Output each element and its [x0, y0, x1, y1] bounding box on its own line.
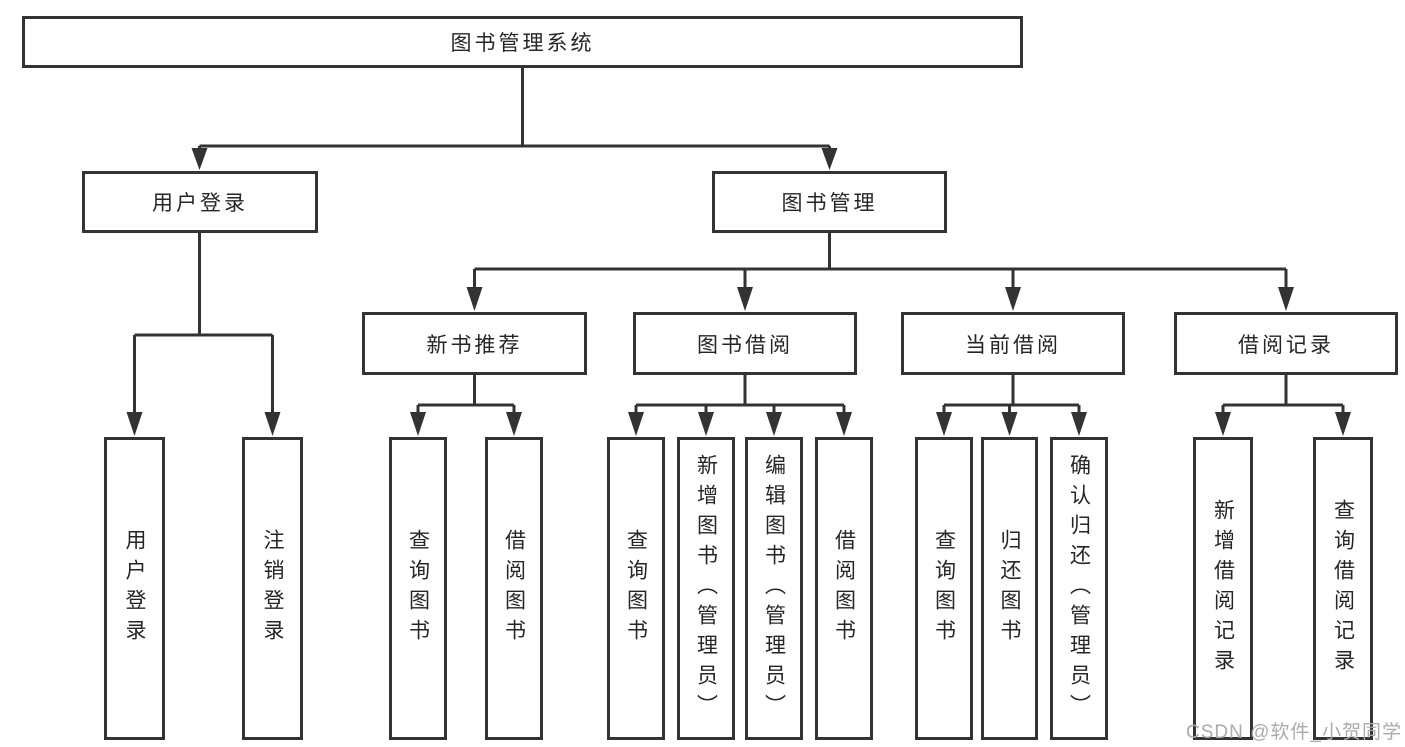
leaf-query-books-current: 查询图书 [915, 437, 973, 740]
node-label: 查询借阅记录 [1331, 498, 1355, 679]
csdn-watermark: CSDN @软件_小贺同学 [1186, 722, 1402, 743]
leaf-query-books-recommend: 查询图书 [389, 437, 447, 740]
node-label: 归还图书 [998, 528, 1021, 649]
leaf-add-books-admin: 新增图书（管理员） [677, 437, 735, 740]
node-label: 当前借阅 [965, 333, 1061, 357]
node-library-management-system: 图书管理系统 [22, 16, 1023, 68]
node-label: 借阅记录 [1238, 333, 1334, 357]
leaf-query-books-borrowing: 查询图书 [607, 437, 665, 740]
leaf-return-books: 归还图书 [981, 437, 1038, 740]
node-label: 查询图书 [624, 528, 648, 649]
node-label: 用户登录 [123, 528, 146, 649]
leaf-confirm-return-admin: 确认归还（管理员） [1050, 437, 1108, 740]
node-label: 新增图书（管理员） [694, 453, 718, 724]
leaf-borrow-books-borrowing: 借阅图书 [815, 437, 873, 740]
node-label: 确认归还（管理员） [1067, 453, 1091, 724]
node-label: 查询图书 [406, 528, 430, 649]
node-borrowing-records: 借阅记录 [1174, 312, 1398, 375]
node-label: 查询图书 [932, 528, 956, 649]
leaf-borrow-books-recommend: 借阅图书 [485, 437, 543, 740]
node-new-book-recommendation: 新书推荐 [362, 312, 587, 375]
node-label: 编辑图书（管理员） [762, 453, 786, 724]
node-book-management: 图书管理 [712, 171, 947, 233]
node-label: 借阅图书 [832, 528, 856, 649]
node-user-login: 用户登录 [82, 171, 318, 233]
leaf-query-borrow-record: 查询借阅记录 [1313, 437, 1373, 740]
node-book-borrowing: 图书借阅 [633, 312, 857, 375]
leaf-add-borrow-record: 新增借阅记录 [1193, 437, 1253, 740]
node-label: 图书管理 [781, 192, 878, 215]
node-label: 用户登录 [152, 192, 248, 215]
leaf-user-login: 用户登录 [104, 437, 165, 740]
leaf-logout: 注销登录 [242, 437, 303, 740]
node-current-borrowing: 当前借阅 [901, 312, 1125, 375]
node-label: 图书管理系统 [450, 32, 595, 55]
node-label: 图书借阅 [697, 333, 793, 357]
node-label: 注销登录 [261, 528, 284, 649]
node-label: 新书推荐 [426, 333, 523, 357]
node-label: 新增借阅记录 [1211, 498, 1235, 679]
node-label: 借阅图书 [502, 528, 526, 649]
leaf-edit-books-admin: 编辑图书（管理员） [745, 437, 803, 740]
